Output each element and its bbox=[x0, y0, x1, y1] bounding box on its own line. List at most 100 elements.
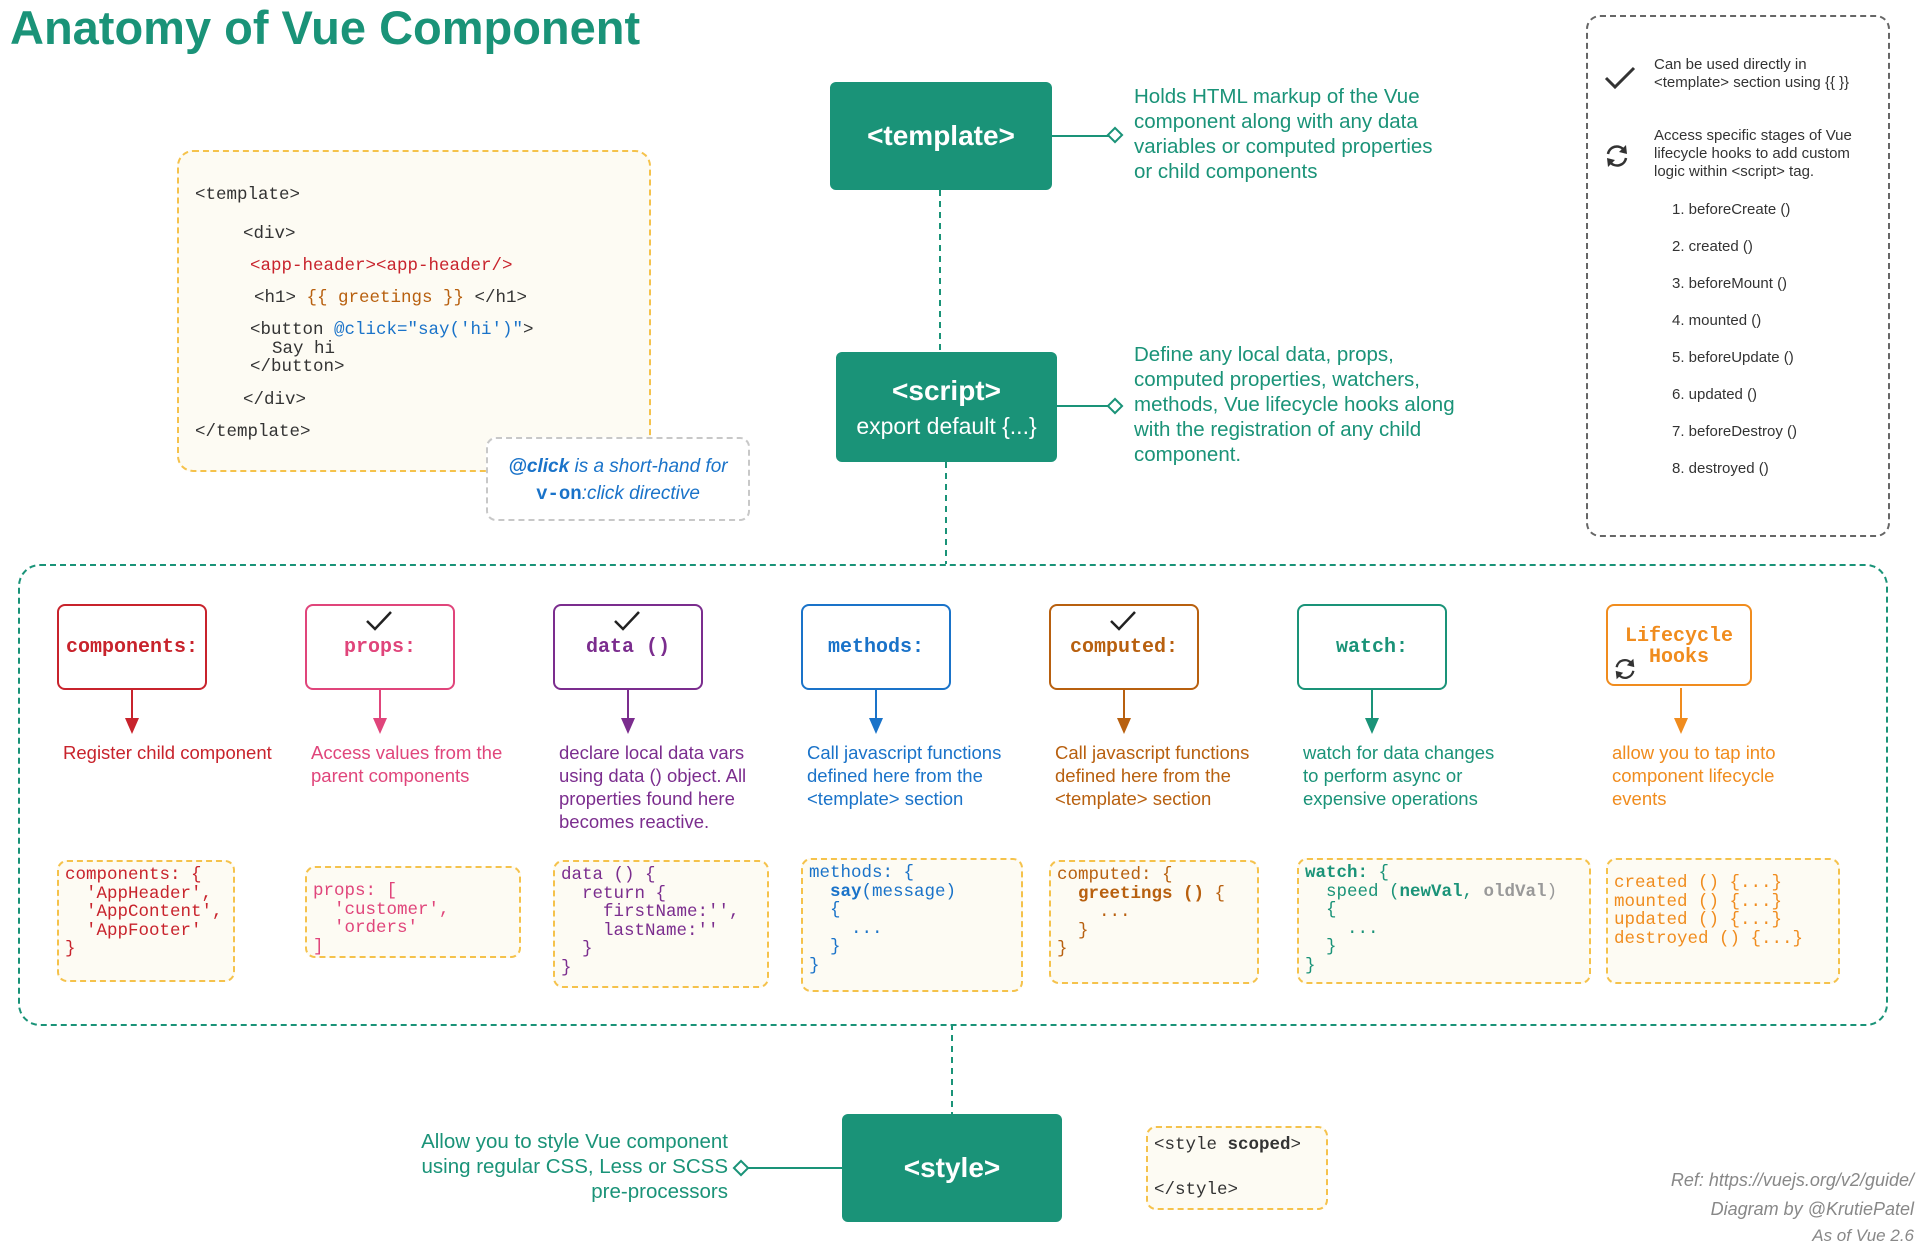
option-arrowhead bbox=[1117, 718, 1131, 734]
code-button-text: Say hi bbox=[272, 339, 336, 359]
code-line: 'AppHeader', bbox=[65, 883, 213, 904]
template-block: <template> bbox=[830, 82, 1052, 190]
hook-item: 8. destroyed () bbox=[1672, 460, 1769, 477]
code-line: } bbox=[1057, 920, 1089, 941]
option-label: watch: bbox=[1335, 635, 1408, 659]
option-box-watch: watch: bbox=[1297, 604, 1447, 690]
description-line: properties found here bbox=[559, 788, 735, 809]
script-options-container bbox=[18, 564, 1888, 1026]
code-line: ... bbox=[1057, 902, 1131, 922]
style-open-line: <style scoped> bbox=[1154, 1135, 1302, 1155]
description-line: Access values from the bbox=[311, 742, 503, 763]
code-line: watch: { bbox=[1305, 863, 1390, 883]
script-block: <script> export default {...} bbox=[836, 352, 1057, 462]
option-code-components: components: { 'AppHeader', 'AppContent',… bbox=[57, 860, 235, 982]
code-h1-expression: {{ greetings }} bbox=[306, 288, 465, 308]
description-line: defined here from the bbox=[1055, 765, 1231, 786]
code-line: methods: { bbox=[809, 863, 915, 883]
description-line: Call javascript functions bbox=[1055, 742, 1250, 763]
code-line: ] bbox=[313, 936, 324, 957]
option-box-data: data () bbox=[553, 604, 703, 690]
code-line: 'AppFooter' bbox=[65, 920, 202, 941]
code-app-header: <app-header><app-header/> bbox=[250, 256, 513, 276]
code-line: } bbox=[809, 937, 841, 957]
option-box-methods: methods: bbox=[801, 604, 951, 690]
option-arrowhead bbox=[373, 718, 387, 734]
hook-item: 2. created () bbox=[1672, 238, 1753, 255]
description-line: allow you to tap into bbox=[1612, 742, 1776, 763]
style-code-snippet: <style scoped> </style> bbox=[1146, 1126, 1328, 1210]
description-line: Register child component bbox=[63, 742, 272, 763]
style-description: Allow you to style Vue component using r… bbox=[421, 1130, 728, 1203]
code-line: } bbox=[1305, 937, 1337, 957]
option-label: props: bbox=[343, 635, 416, 659]
option-label: data () bbox=[585, 635, 670, 659]
code-line: data () { bbox=[561, 865, 656, 885]
description-line: watch for data changes bbox=[1303, 742, 1495, 763]
hook-item: 4. mounted () bbox=[1672, 312, 1762, 329]
check-icon bbox=[366, 611, 392, 631]
code-line: created () {...} bbox=[1614, 873, 1783, 893]
page-title: Anatomy of Vue Component bbox=[10, 1, 641, 54]
description-line: events bbox=[1612, 788, 1667, 809]
check-icon bbox=[614, 611, 640, 631]
code-line: ... bbox=[809, 918, 883, 939]
code-button-open: <button @click="say('hi')"> bbox=[250, 320, 534, 340]
description-line: Call javascript functions bbox=[807, 742, 1002, 763]
code-h1-line: <h1> {{ greetings }} </h1> bbox=[254, 288, 528, 308]
code-button-close: </button> bbox=[250, 357, 345, 377]
code-line: speed (newVal, oldVal) bbox=[1305, 881, 1558, 902]
option-label: computed: bbox=[1069, 635, 1179, 659]
code-line: firstName:'', bbox=[561, 902, 740, 922]
legend-check-text: Can be used directly in <template> secti… bbox=[1654, 56, 1850, 91]
description-line: component lifecycle bbox=[1612, 765, 1775, 786]
code-line: mounted () {...} bbox=[1614, 891, 1783, 912]
version-note: As of Vue 2.6 bbox=[1812, 1226, 1914, 1245]
description-line: <template> section bbox=[807, 788, 964, 809]
style-close-line: </style> bbox=[1154, 1179, 1239, 1200]
legend-lifecycle-text: Access specific stages of Vue lifecycle … bbox=[1654, 127, 1852, 180]
code-line: destroyed () {...} bbox=[1614, 928, 1804, 949]
hook-item: 5. beforeUpdate () bbox=[1672, 349, 1794, 366]
code-div-open: <div> bbox=[243, 224, 296, 244]
hook-item: 6. updated () bbox=[1672, 386, 1758, 403]
description-line: using data () object. All bbox=[559, 765, 747, 786]
code-line: return { bbox=[561, 883, 667, 904]
code-line: updated () {...} bbox=[1614, 910, 1783, 930]
check-icon bbox=[1604, 66, 1636, 90]
option-arrowhead bbox=[621, 718, 635, 734]
description-line: parent components bbox=[311, 765, 470, 786]
option-label: Lifecycle Hooks bbox=[1624, 625, 1734, 669]
option-arrowhead bbox=[1674, 718, 1688, 734]
template-description: Holds HTML markup of the Vue component a… bbox=[1134, 85, 1433, 183]
option-code-data: data () { return { firstName:'', lastNam… bbox=[553, 860, 769, 988]
code-div-close: </div> bbox=[243, 390, 307, 410]
code-line: computed: { bbox=[1057, 865, 1173, 885]
code-template-open: <template> bbox=[195, 185, 301, 205]
code-line: } bbox=[1057, 939, 1068, 959]
option-label: methods: bbox=[827, 635, 924, 659]
code-line: say(message) bbox=[830, 881, 957, 902]
code-line: components: { bbox=[65, 865, 202, 885]
option-code-lifecycle: created () {...}mounted () {...}updated … bbox=[1606, 858, 1840, 984]
description-line: <template> section bbox=[1055, 788, 1212, 809]
code-line: greetings () { bbox=[1078, 883, 1226, 904]
description-line: to perform async or bbox=[1303, 765, 1463, 786]
code-line: } bbox=[561, 939, 593, 959]
description-line: defined here from the bbox=[807, 765, 983, 786]
code-template-close: </template> bbox=[195, 422, 311, 442]
code-line: 'AppContent', bbox=[65, 902, 223, 922]
code-line: 'customer', bbox=[313, 899, 450, 920]
option-description-components: Register child component bbox=[63, 741, 272, 764]
option-box-props: props: bbox=[305, 604, 455, 690]
description-line: expensive operations bbox=[1303, 788, 1478, 809]
option-code-methods: methods: { say(message) { ... }} bbox=[801, 858, 1023, 992]
option-arrowhead bbox=[1365, 718, 1379, 734]
option-arrowhead bbox=[125, 718, 139, 734]
